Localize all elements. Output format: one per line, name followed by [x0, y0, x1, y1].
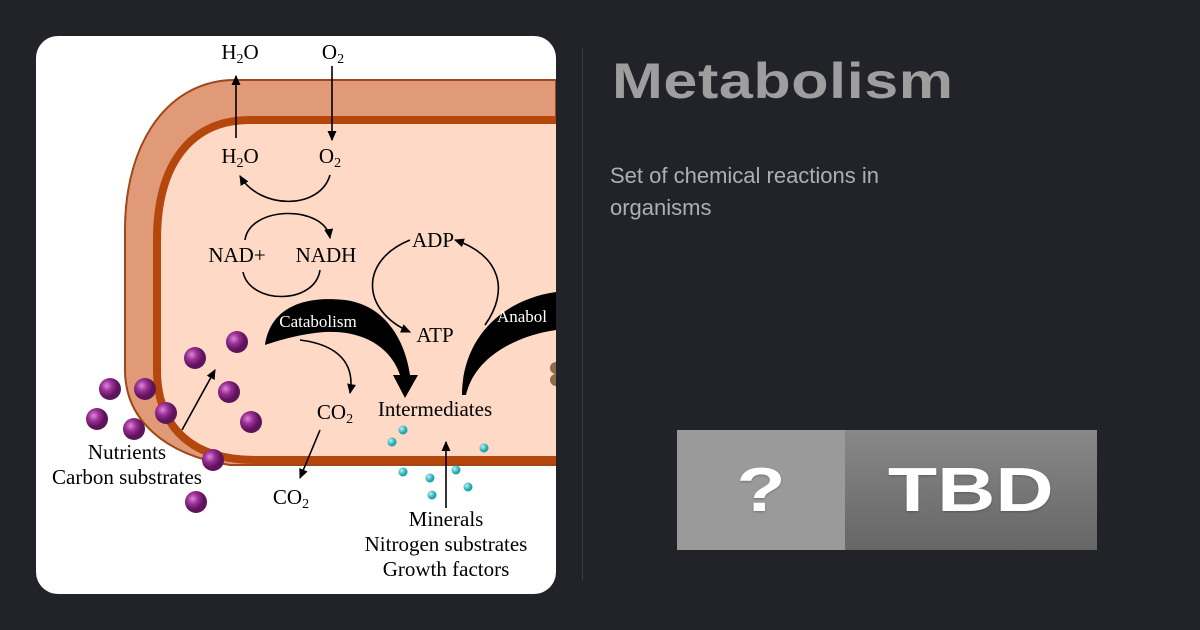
nutrient-particle — [99, 378, 121, 400]
label-catabolism: Catabolism — [279, 312, 356, 331]
label-growth-factors: Growth factors — [383, 557, 510, 581]
label-nitrogen-substrates: Nitrogen substrates — [365, 532, 528, 556]
nutrient-particle — [134, 378, 156, 400]
nutrient-particles — [86, 331, 262, 513]
label-h2o-in: H2O — [221, 144, 258, 171]
metabolism-diagram: H2O O2 H2O O2 NAD+ NADH ADP ATP Cataboli… — [52, 40, 556, 581]
nutrient-particle — [185, 491, 207, 513]
brown-particles — [550, 362, 556, 386]
badge-text: TBD — [888, 455, 1054, 525]
mineral-particle — [398, 467, 408, 477]
nutrient-particle — [184, 347, 206, 369]
label-o2-out: O2 — [322, 40, 344, 67]
label-carbon-substrates: Carbon substrates — [52, 465, 202, 489]
label-co2-out: CO2 — [273, 485, 309, 512]
label-anabolism: Anabol — [497, 307, 547, 326]
nutrient-particle — [123, 418, 145, 440]
label-intermediates: Intermediates — [378, 397, 492, 421]
mineral-particle — [451, 465, 461, 475]
badge-left: ? — [677, 430, 845, 550]
nutrient-particle — [86, 408, 108, 430]
label-nad-plus: NAD+ — [208, 243, 265, 267]
label-minerals: Minerals — [409, 507, 484, 531]
mineral-particle — [398, 425, 408, 435]
mineral-particles — [387, 425, 489, 500]
label-nutrients: Nutrients — [88, 440, 166, 464]
label-atp: ATP — [416, 323, 453, 347]
mineral-particle — [387, 437, 397, 447]
question-mark-icon: ? — [736, 455, 786, 525]
label-nadh: NADH — [296, 243, 357, 267]
cell-membrane — [153, 116, 556, 464]
nutrient-particle — [218, 381, 240, 403]
label-o2-in: O2 — [319, 144, 341, 171]
nutrient-particle — [202, 449, 224, 471]
nutrient-particle — [155, 402, 177, 424]
mineral-particle — [479, 443, 489, 453]
catabolism-arrow — [265, 299, 418, 398]
nutrient-particle — [226, 331, 248, 353]
mineral-particle — [427, 490, 437, 500]
page-title: Metabolism — [612, 53, 954, 109]
label-co2-in: CO2 — [317, 400, 353, 427]
label-adp: ADP — [412, 228, 454, 252]
anabolism-arrow — [462, 292, 556, 395]
badge-right: TBD — [845, 430, 1097, 550]
status-badge: ? TBD — [677, 430, 1097, 550]
page-subtitle: Set of chemical reactions in organisms — [610, 163, 880, 220]
mineral-particle — [425, 473, 435, 483]
mineral-particle — [463, 482, 473, 492]
diagram-card: H2O O2 H2O O2 NAD+ NADH ADP ATP Cataboli… — [36, 36, 556, 594]
label-h2o-out: H2O — [221, 40, 258, 67]
divider — [582, 48, 583, 580]
nutrient-particle — [240, 411, 262, 433]
